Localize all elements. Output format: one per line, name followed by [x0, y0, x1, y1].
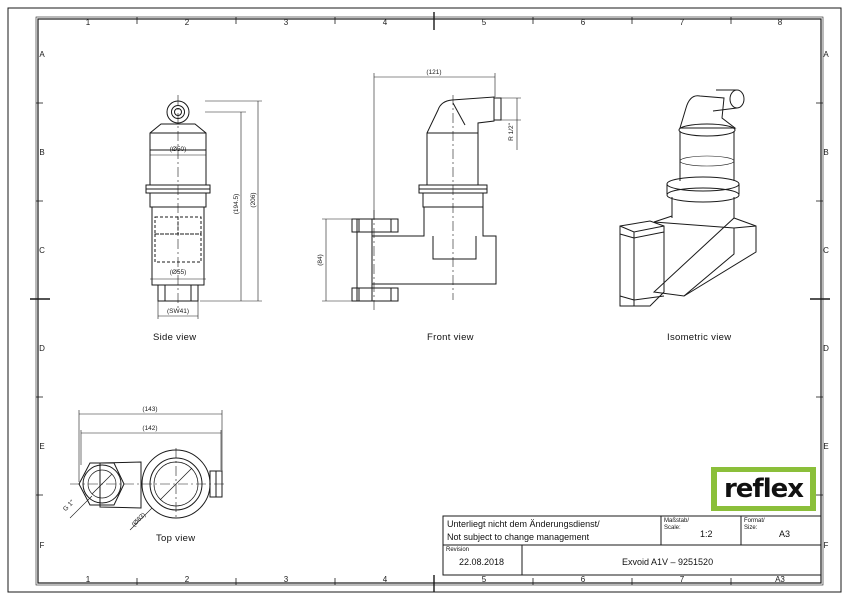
col-label-top-3: 3: [284, 18, 289, 27]
top-view-caption: Top view: [156, 533, 196, 544]
col-label-top-8: 8: [778, 18, 783, 27]
side-view-dimensions: [150, 100, 262, 319]
row-label-right-b: B: [823, 148, 828, 157]
part-name: Exvoid A1V – 9251520: [622, 557, 714, 567]
row-label-left-c: C: [39, 246, 45, 255]
revision-date: 22.08.2018: [459, 557, 505, 567]
reflex-logo-panel: reflex: [717, 472, 810, 506]
title-block-lines: [442, 515, 822, 576]
dim-front-thread: R 1/2": [508, 122, 515, 141]
column-ticks: [30, 12, 830, 592]
dim-side-h206: (206): [250, 192, 257, 207]
format-label-en: Size:: [744, 525, 758, 531]
dim-top-w143: (143): [142, 406, 157, 413]
dim-front-w121: (121): [426, 69, 441, 76]
col-label-top-7: 7: [680, 18, 685, 27]
col-label-top-5: 5: [482, 18, 487, 27]
col-label-bottom-2: 2: [185, 575, 190, 584]
row-label-left-e: E: [39, 442, 44, 451]
row-label-left-f: F: [40, 541, 45, 550]
change-note-de: Unterliegt nicht dem Änderungsdienst/: [447, 519, 600, 529]
dim-side-d55: (Ø55): [170, 269, 187, 276]
front-view-caption: Front view: [427, 332, 474, 343]
dim-front-h84: (84): [317, 254, 324, 266]
row-label-right-e: E: [823, 442, 828, 451]
side-view-drawing: [145, 95, 211, 310]
reflex-logo: reflex: [711, 467, 816, 511]
format-value: A3: [779, 529, 791, 539]
change-note-en: Not subject to change management: [447, 532, 590, 542]
format-label-de: Format/: [744, 518, 765, 524]
col-label-bottom-5: 5: [482, 575, 487, 584]
row-label-right-c: C: [823, 246, 829, 255]
dim-side-sw41: (SW41): [167, 308, 189, 315]
side-view-caption: Side view: [153, 332, 197, 343]
scale-label-en: Scale:: [664, 525, 681, 531]
col-label-top-2: 2: [185, 18, 190, 27]
row-label-left-b: B: [39, 148, 44, 157]
row-label-right-f: F: [824, 541, 829, 550]
scale-value: 1:2: [700, 529, 713, 539]
col-label-bottom-6: 6: [581, 575, 586, 584]
col-label-top-6: 6: [581, 18, 586, 27]
col-label-bottom-3: 3: [284, 575, 289, 584]
col-label-bottom-7: 7: [680, 575, 685, 584]
col-label-top-4: 4: [383, 18, 388, 27]
col-label-bottom-4: 4: [383, 575, 388, 584]
reflex-logo-wordmark: reflex: [723, 474, 804, 504]
dim-side-d50: (Ø50): [170, 146, 187, 153]
dim-top-w142: (142): [142, 425, 157, 432]
dim-top-thread: G 1": [62, 498, 76, 512]
top-view-dimensions: [69, 410, 223, 531]
scale-label-de: Maßstab/: [664, 518, 690, 524]
row-label-right-a: A: [823, 50, 829, 59]
dim-side-h1945: (194.5): [233, 194, 240, 215]
row-label-left-a: A: [39, 50, 45, 59]
top-view-drawing: [70, 448, 225, 520]
front-view-drawing: [351, 95, 502, 310]
col-label-bottom-1: 1: [86, 575, 91, 584]
revision-label: Revision: [446, 547, 470, 553]
col-label-top-1: 1: [86, 18, 91, 27]
front-view-dimensions: [322, 73, 521, 302]
col-label-bottom-size: A3: [775, 575, 785, 584]
row-label-left-d: D: [39, 344, 45, 353]
isometric-view-drawing: [619, 89, 757, 307]
outer-frame: [7, 7, 842, 593]
isometric-view-caption: Isometric view: [667, 332, 732, 343]
inner-frame: [37, 18, 822, 584]
row-label-right-d: D: [823, 344, 829, 353]
dim-top-d83: (Ø83): [131, 512, 148, 529]
margin-frame: [35, 16, 824, 586]
